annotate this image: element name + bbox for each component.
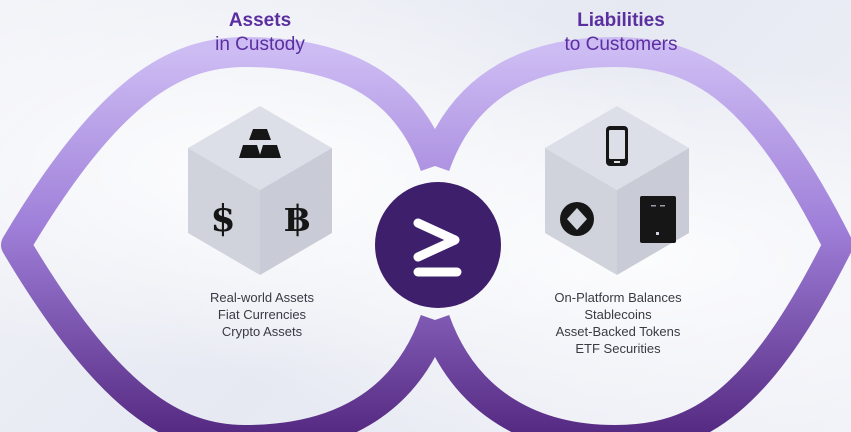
- token-icon: [560, 202, 594, 236]
- assets-cube: $ ฿: [188, 106, 332, 275]
- bitcoin-icon: ฿: [284, 198, 309, 240]
- center-badge: [375, 182, 501, 308]
- gold-bars-icon: [239, 129, 281, 158]
- cube-left-face: [188, 148, 260, 275]
- hardware-wallet-icon: [640, 196, 676, 243]
- assets-title: Assets: [228, 10, 292, 31]
- liabilities-title: Liabilities: [577, 10, 665, 31]
- list-item: Fiat Currencies: [217, 307, 307, 322]
- dollar-icon: $: [210, 198, 235, 240]
- greater-than-or-equal-icon: [413, 218, 462, 277]
- list-item: Crypto Assets: [221, 324, 303, 339]
- list-item: Real-world Assets: [209, 290, 315, 305]
- list-item: Stablecoins: [584, 307, 652, 322]
- list-item: On-Platform Balances: [554, 290, 682, 305]
- liabilities-subtitle: to Customers: [564, 34, 678, 55]
- liabilities-list: On-Platform Balances Stablecoins Asset-B…: [498, 289, 738, 357]
- liabilities-cube: [545, 106, 689, 275]
- assets-list: Real-world Assets Fiat Currencies Crypto…: [142, 289, 382, 340]
- list-item: Asset-Backed Tokens: [555, 324, 681, 339]
- list-item: ETF Securities: [575, 341, 661, 356]
- smartphone-icon: [606, 126, 628, 166]
- assets-subtitle: in Custody: [215, 34, 305, 55]
- liabilities-heading: Liabilities to Customers: [511, 9, 731, 57]
- cube-right-face: [260, 148, 332, 275]
- liabilities-band: [420, 37, 851, 432]
- assets-heading: Assets in Custody: [150, 9, 370, 57]
